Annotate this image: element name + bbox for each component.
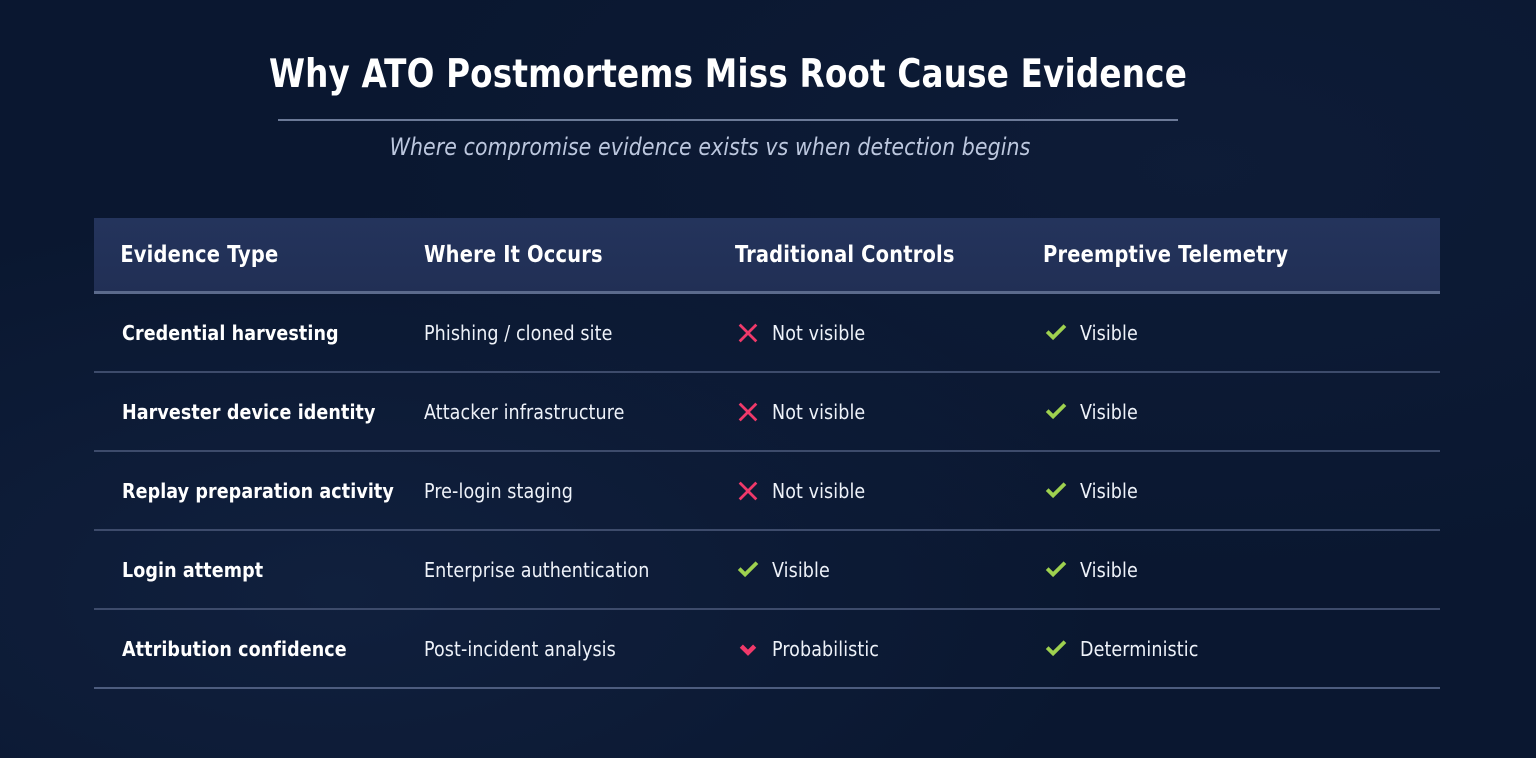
cell-evidence-type: Credential harvesting [94, 321, 424, 345]
where-it-occurs-label: Pre-login staging [424, 478, 573, 503]
title-block: Why ATO Postmortems Miss Root Cause Evid… [0, 52, 1456, 97]
evidence-type-label: Harvester device identity [122, 399, 376, 424]
status-badge: Deterministic [1043, 636, 1205, 662]
column-header-traditional-controls: Traditional Controls [735, 242, 1025, 268]
cross-icon [735, 399, 761, 425]
column-header-preemptive-telemetry: Preemptive Telemetry [1043, 242, 1416, 268]
evidence-type-label: Attribution confidence [122, 636, 347, 661]
status-label: Visible [772, 557, 830, 582]
column-header-where-it-occurs: Where It Occurs [424, 242, 716, 268]
cell-where-it-occurs: Post-incident analysis [424, 637, 735, 661]
check-icon [1043, 320, 1069, 346]
status-badge: Visible [735, 557, 833, 583]
status-label: Deterministic [1080, 636, 1199, 661]
page-subtitle: Where compromise evidence exists vs when… [389, 133, 1031, 161]
table-body: Credential harvesting Phishing / cloned s… [94, 294, 1440, 689]
evidence-comparison-table: Evidence Type Where It Occurs Traditiona… [94, 218, 1440, 689]
column-header-evidence-type: Evidence Type [94, 242, 404, 268]
table-row: Attribution confidence Post-incident anal… [94, 610, 1440, 689]
status-badge: Visible [1043, 320, 1141, 346]
cell-preemptive-telemetry: Visible [1043, 478, 1440, 504]
cell-evidence-type: Attribution confidence [94, 637, 424, 661]
cell-where-it-occurs: Pre-login staging [424, 479, 735, 503]
status-label: Not visible [772, 399, 866, 424]
cell-where-it-occurs: Phishing / cloned site [424, 321, 735, 345]
cell-preemptive-telemetry: Visible [1043, 399, 1440, 425]
status-label: Not visible [772, 320, 866, 345]
cell-evidence-type: Login attempt [94, 558, 424, 582]
status-label: Visible [1080, 478, 1138, 503]
status-label: Visible [1080, 320, 1138, 345]
evidence-type-label: Login attempt [122, 557, 264, 582]
status-badge: Visible [1043, 478, 1141, 504]
page-title: Why ATO Postmortems Miss Root Cause Evid… [268, 52, 1188, 97]
where-it-occurs-label: Enterprise authentication [424, 557, 650, 582]
cell-preemptive-telemetry: Visible [1043, 320, 1440, 346]
where-it-occurs-label: Attacker infrastructure [424, 399, 625, 424]
check-icon [1043, 557, 1069, 583]
status-badge: Probabilistic [735, 636, 885, 662]
title-divider [278, 119, 1178, 121]
check-icon [735, 557, 761, 583]
status-label: Visible [1080, 557, 1138, 582]
check-icon [1043, 399, 1069, 425]
cell-traditional-controls: Visible [735, 557, 1043, 583]
table-row: Credential harvesting Phishing / cloned s… [94, 294, 1440, 373]
column-header-label: Preemptive Telemetry [1043, 241, 1289, 268]
status-label: Not visible [772, 478, 866, 503]
status-badge: Not visible [735, 320, 870, 346]
column-header-label: Evidence Type [120, 241, 279, 268]
partial-check-icon [735, 636, 761, 662]
cell-traditional-controls: Not visible [735, 320, 1043, 346]
cross-icon [735, 478, 761, 504]
cell-preemptive-telemetry: Deterministic [1043, 636, 1440, 662]
cell-traditional-controls: Probabilistic [735, 636, 1043, 662]
cell-evidence-type: Replay preparation activity [94, 479, 424, 503]
column-header-label: Traditional Controls [735, 241, 955, 268]
evidence-type-label: Credential harvesting [122, 320, 339, 345]
status-badge: Not visible [735, 399, 870, 425]
column-header-label: Where It Occurs [424, 241, 603, 268]
status-label: Probabilistic [772, 636, 880, 661]
table-row: Login attempt Enterprise authentication Vi… [94, 531, 1440, 610]
cell-where-it-occurs: Attacker infrastructure [424, 400, 735, 424]
table-row: Replay preparation activity Pre-login sta… [94, 452, 1440, 531]
status-badge: Visible [1043, 557, 1141, 583]
status-badge: Not visible [735, 478, 870, 504]
cross-icon [735, 320, 761, 346]
where-it-occurs-label: Post-incident analysis [424, 636, 616, 661]
cell-traditional-controls: Not visible [735, 399, 1043, 425]
check-icon [1043, 478, 1069, 504]
status-badge: Visible [1043, 399, 1141, 425]
cell-evidence-type: Harvester device identity [94, 400, 424, 424]
status-label: Visible [1080, 399, 1138, 424]
where-it-occurs-label: Phishing / cloned site [424, 320, 613, 345]
cell-traditional-controls: Not visible [735, 478, 1043, 504]
evidence-type-label: Replay preparation activity [122, 478, 394, 503]
cell-where-it-occurs: Enterprise authentication [424, 558, 735, 582]
check-icon [1043, 636, 1069, 662]
cell-preemptive-telemetry: Visible [1043, 557, 1440, 583]
table-header-row: Evidence Type Where It Occurs Traditiona… [94, 218, 1440, 294]
table-row: Harvester device identity Attacker infras… [94, 373, 1440, 452]
